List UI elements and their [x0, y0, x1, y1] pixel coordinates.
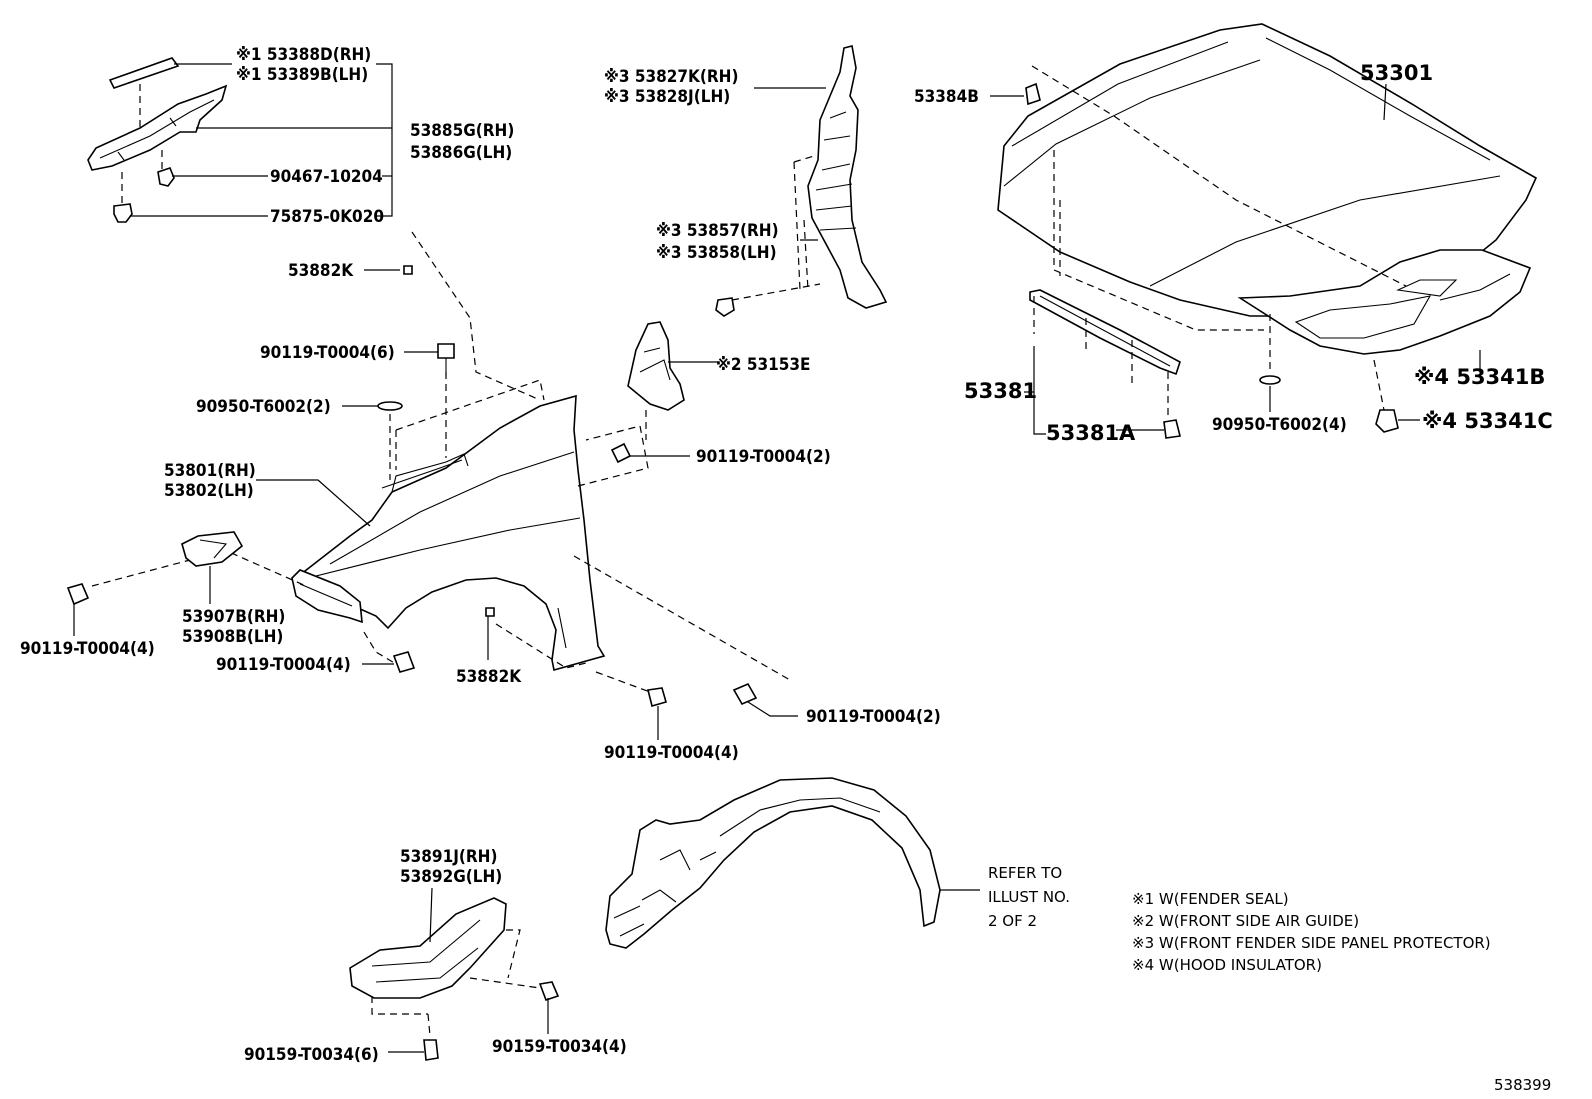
legend-item-3: ※3 W(FRONT FENDER SIDE PANEL PROTECTOR)	[1132, 934, 1491, 952]
bolt-top-fender	[437, 343, 455, 359]
legend-item-1: ※1 W(FENDER SEAL)	[1132, 890, 1289, 908]
label-53891J: 53891J(RH)	[400, 847, 497, 867]
fender-rear-bracket	[181, 531, 244, 567]
bolt-fender-mid	[610, 442, 632, 464]
side-panel-protector	[807, 45, 888, 309]
label-90950-2: 90950-T6002(2)	[196, 397, 331, 417]
label-53827K: ※3 53827K(RH)	[604, 67, 738, 87]
label-53389B: ※1 53389B(LH)	[236, 65, 368, 85]
grommet-90950-left	[377, 401, 403, 411]
hood-panel	[997, 23, 1538, 317]
front-fender-panel	[294, 394, 606, 672]
air-guide-assembly	[627, 321, 718, 440]
bolt-fender-lower	[392, 651, 416, 673]
nut-53882K-bottom	[485, 607, 495, 617]
label-53828J: ※3 53828J(LH)	[604, 87, 730, 107]
label-53381: 53381	[964, 379, 1037, 403]
grommet-90950-right	[1259, 375, 1281, 385]
label-90119-4-left: 90119-T0004(4)	[20, 639, 155, 659]
fender-lower-bracket	[349, 897, 507, 999]
label-53882K-top: 53882K	[288, 261, 354, 281]
front-fender-assembly	[66, 231, 798, 740]
refer-note-line-1: REFER TO	[988, 864, 1062, 882]
clip-90467	[157, 167, 175, 187]
legend: ※1 W(FENDER SEAL) ※2 W(FRONT SIDE AIR GU…	[1132, 890, 1491, 974]
hood-insulator	[1237, 249, 1532, 355]
label-90119-2-bottom: 90119-T0004(2)	[806, 707, 941, 727]
label-90119-2-mid: 90119-T0004(2)	[696, 447, 831, 467]
label-75875: 75875-0K020	[270, 207, 384, 227]
fender-liner	[605, 777, 941, 949]
bolt-fender-bottom	[647, 687, 667, 707]
label-53908B: 53908B(LH)	[182, 627, 283, 647]
refer-note-line-3: 2 OF 2	[988, 912, 1037, 930]
label-53301: 53301	[1360, 61, 1433, 85]
fender-seal-bracket	[87, 84, 228, 171]
label-53388D: ※1 53388D(RH)	[236, 45, 371, 65]
label-53885G: 53885G(RH)	[410, 121, 514, 141]
legend-item-4: ※4 W(HOOD INSULATOR)	[1132, 956, 1322, 974]
legend-item-2: ※2 W(FRONT SIDE AIR GUIDE)	[1132, 912, 1359, 930]
label-90119-4-mid: 90119-T0004(4)	[216, 655, 351, 675]
refer-note: REFER TO ILLUST NO. 2 OF 2	[988, 864, 1070, 930]
clip-53341C	[1375, 409, 1399, 433]
label-53886G: 53886G(LH)	[410, 143, 512, 163]
part-labels: ※1 53388D(RH) ※1 53389B(LH) 53885G(RH) 5…	[20, 45, 1553, 1065]
nut-53882K-top	[403, 265, 413, 275]
diagram-id: 538399	[1494, 1076, 1551, 1094]
grommet-75875	[113, 203, 133, 223]
label-90119-4-bottom: 90119-T0004(4)	[604, 743, 739, 763]
label-90950-4: 90950-T6002(4)	[1212, 415, 1347, 435]
clip-53381A	[1163, 419, 1181, 439]
label-53381A: 53381A	[1046, 421, 1136, 445]
clip-53857	[715, 297, 735, 317]
label-90159-6: 90159-T0034(6)	[244, 1045, 379, 1065]
label-53802: 53802(LH)	[164, 481, 254, 501]
bolt-fender-left	[66, 583, 90, 606]
label-53907B: 53907B(RH)	[182, 607, 285, 627]
front-side-air-guide	[627, 321, 685, 411]
label-90119-6: 90119-T0004(6)	[260, 343, 395, 363]
label-53153E: ※2 53153E	[716, 355, 811, 375]
bolt-fender-right	[732, 682, 758, 706]
hood-assembly	[990, 23, 1538, 439]
label-53858: ※3 53858(LH)	[656, 243, 777, 263]
bolt-90159-right	[538, 981, 560, 1002]
label-53341B: ※4 53341B	[1414, 365, 1545, 389]
label-90159-4: 90159-T0034(4)	[492, 1037, 627, 1057]
label-90467: 90467-10204	[270, 167, 383, 187]
label-53384B: 53384B	[914, 87, 979, 107]
lower-bracket-assembly	[349, 887, 560, 1061]
label-53857: ※3 53857(RH)	[656, 221, 779, 241]
label-53801: 53801(RH)	[164, 461, 256, 481]
refer-note-line-2: ILLUST NO.	[988, 888, 1070, 906]
fender-seal-strip	[108, 57, 180, 89]
label-53341C: ※4 53341C	[1422, 409, 1553, 433]
label-53882K-bottom: 53882K	[456, 667, 522, 687]
bolt-90159-bottom	[423, 1039, 439, 1061]
fender-seal-assembly	[87, 57, 393, 223]
hood-bumper-53384B	[1025, 82, 1041, 106]
fender-liner-assembly	[605, 777, 980, 949]
panel-protector-assembly	[715, 45, 888, 317]
label-53892G: 53892G(LH)	[400, 867, 502, 887]
